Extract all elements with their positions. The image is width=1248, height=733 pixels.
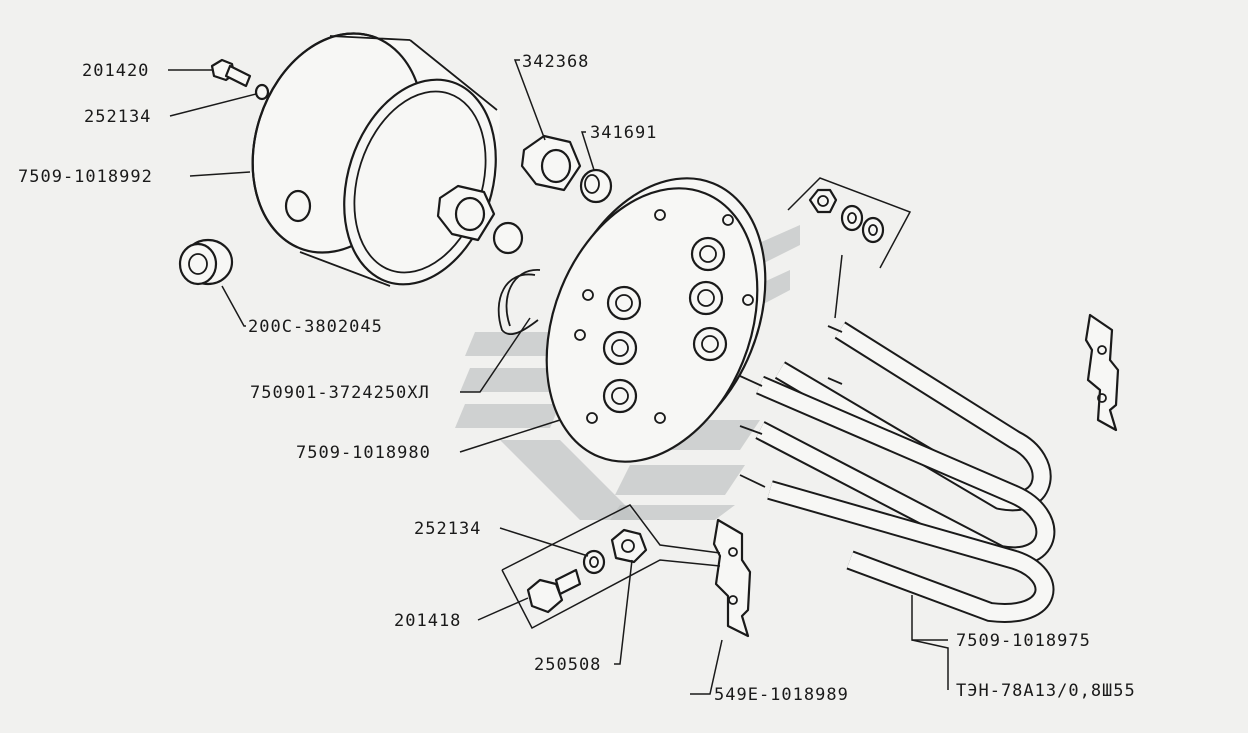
label-heating-element: 7509-1018975 — [956, 631, 1091, 651]
bracket-bottom — [712, 518, 752, 638]
label-element-spec: ТЭН-78А13/0,8Ш55 — [956, 681, 1136, 701]
label-bracket: 549E-1018989 — [714, 685, 849, 705]
sleeve-341691 — [579, 168, 613, 204]
union-nut-housing — [436, 184, 524, 255]
nut-washer-group-top — [787, 177, 912, 269]
housing-cup — [251, 32, 500, 287]
label-bolt-top: 201420 — [82, 61, 149, 81]
label-union-nut: 342368 — [522, 52, 589, 72]
label-wire-clip: 750901-3724250ХЛ — [250, 383, 430, 403]
bolt-nut-group-bottom — [501, 504, 721, 630]
wire-clip — [497, 269, 541, 335]
label-bolt-bottom: 201418 — [394, 611, 461, 631]
heating-element — [739, 321, 1056, 623]
label-nut-bottom: 250508 — [534, 655, 601, 675]
label-washer-top: 252134 — [84, 107, 151, 127]
label-flange-plate: 7509-1018980 — [296, 443, 431, 463]
label-sleeve: 341691 — [590, 123, 657, 143]
bracket-right — [1084, 313, 1120, 432]
flange-plate — [545, 177, 767, 463]
label-grommet: 200C-3802045 — [248, 317, 383, 337]
bolt-top — [210, 58, 270, 101]
leader-lines — [168, 59, 949, 695]
union-nut-342368 — [520, 134, 582, 192]
label-housing: 7509-1018992 — [18, 167, 153, 187]
label-washer-bottom: 252134 — [414, 519, 481, 539]
grommet-200c — [178, 238, 234, 286]
